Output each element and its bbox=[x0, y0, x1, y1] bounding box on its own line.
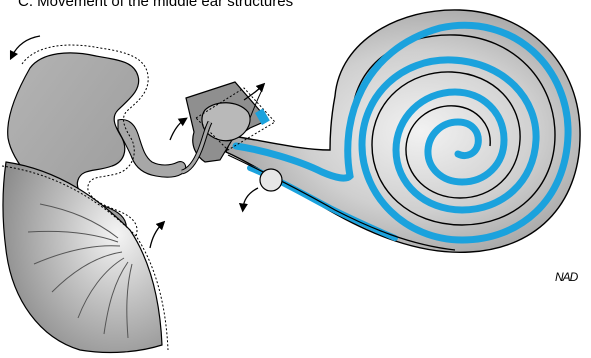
cochlea bbox=[226, 10, 580, 252]
artist-signature: NAD bbox=[555, 270, 577, 284]
tympanic-membrane bbox=[2, 162, 168, 352]
round-window bbox=[243, 169, 282, 208]
